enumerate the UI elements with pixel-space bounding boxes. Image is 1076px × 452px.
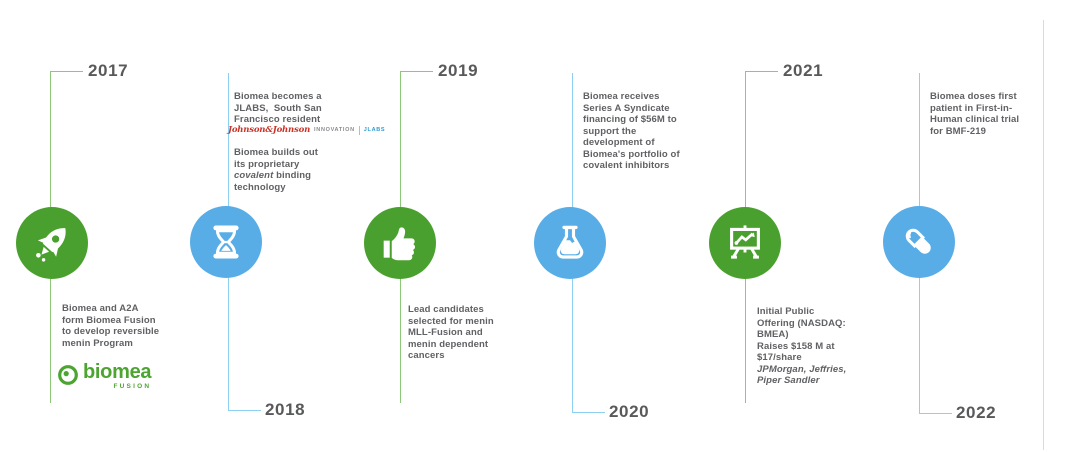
year-connector-2021	[745, 71, 778, 72]
milestone-text-2018-top: Biomea becomes a JLABS, South San Franci…	[234, 91, 322, 126]
milestone-text-2020: Biomea receives Series A Syndicate finan…	[583, 91, 680, 172]
year-label-2021: 2021	[783, 61, 824, 80]
milestone-text-2018-bottom-italic: covalent	[234, 170, 274, 182]
milestone-text-2021: Initial Public Offering (NASDAQ: BMEA) R…	[757, 306, 872, 387]
year-connector-2020	[572, 412, 605, 413]
biomea-logo-icon	[56, 363, 80, 392]
year-connector-2019	[400, 71, 433, 72]
thumbs-up-icon	[378, 221, 422, 265]
milestone-text-2021-main: Initial Public Offering (NASDAQ: BMEA) R…	[757, 306, 846, 364]
presentation-chart-icon	[723, 221, 767, 265]
milestone-text-2018-bottom: Biomea builds out its proprietary covale…	[234, 147, 344, 193]
milestone-text-2017: Biomea and A2A form Biomea Fusion to dev…	[62, 303, 160, 349]
jnj-innovation-label: INNOVATION	[314, 127, 355, 133]
milestone-bubble-2017	[16, 207, 88, 279]
jlabs-label: JLABS	[363, 127, 386, 133]
milestone-text-2022: Biomea doses first patient in First-in- …	[930, 91, 1020, 137]
biomea-fusion-logo: biomea FUSION	[56, 361, 152, 392]
milestone-bubble-2018	[190, 206, 262, 278]
milestone-bubble-2021	[709, 207, 781, 279]
milestone-text-2018-bottom-part2: binding technology	[234, 170, 312, 193]
biomea-wordmark: biomea	[83, 361, 152, 383]
milestone-bubble-2019	[364, 207, 436, 279]
pill-icon	[898, 221, 940, 263]
milestone-bubble-2020	[534, 207, 606, 279]
year-label-2018: 2018	[265, 400, 306, 419]
milestone-text-2018-bottom-part1: Biomea builds out its proprietary	[234, 147, 319, 170]
milestone-text-2021-underwriters: JPMorgan, Jeffries, Piper Sandler	[757, 363, 847, 387]
year-label-2017: 2017	[88, 61, 129, 80]
rocket-icon	[29, 220, 75, 266]
flask-icon	[549, 222, 591, 264]
milestone-text-2019: Lead candidates selected for menin MLL-F…	[408, 304, 494, 362]
year-connector-2017	[50, 71, 83, 72]
hourglass-icon	[205, 221, 247, 263]
year-label-2020: 2020	[609, 402, 650, 421]
jnj-logo-divider	[358, 125, 360, 135]
jnj-innovation-jlabs-logo: Johnson&Johnson INNOVATION JLABS	[228, 125, 385, 135]
year-label-2019: 2019	[438, 61, 479, 80]
milestone-bubble-2022	[883, 206, 955, 278]
year-label-2022: 2022	[956, 403, 997, 422]
page-edge-line	[1043, 20, 1044, 450]
biomea-fusion-subtext: FUSION	[113, 383, 152, 390]
jnj-wordmark: Johnson&Johnson	[228, 125, 311, 135]
year-connector-2018	[228, 410, 261, 411]
year-connector-2022	[919, 413, 952, 414]
